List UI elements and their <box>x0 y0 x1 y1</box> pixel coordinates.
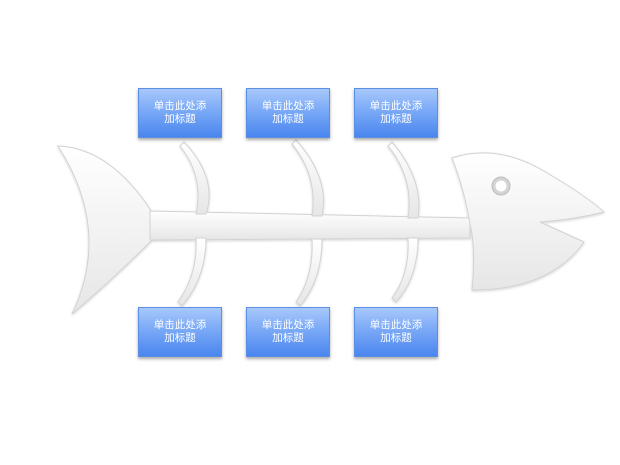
rib-top-1 <box>179 141 210 215</box>
title-box-top-1[interactable]: 单击此处添加标题 <box>138 88 222 138</box>
title-box-label: 单击此处添加标题 <box>261 319 315 344</box>
title-box-bottom-3[interactable]: 单击此处添加标题 <box>354 307 438 357</box>
title-box-bottom-2[interactable]: 单击此处添加标题 <box>246 307 330 357</box>
fish-tail <box>57 145 153 315</box>
title-box-bottom-1[interactable]: 单击此处添加标题 <box>138 307 222 357</box>
title-box-label: 单击此处添加标题 <box>369 100 423 125</box>
fish-spine <box>149 210 471 241</box>
rib-bottom-2 <box>295 238 323 307</box>
fish-head <box>451 152 606 291</box>
title-box-top-2[interactable]: 单击此处添加标题 <box>246 88 330 138</box>
title-box-label: 单击此处添加标题 <box>153 319 207 344</box>
rib-bottom-1 <box>177 237 207 307</box>
rib-top-2 <box>291 139 325 217</box>
fish-eye-inner <box>495 180 507 192</box>
title-box-label: 单击此处添加标题 <box>261 100 315 125</box>
title-box-label: 单击此处添加标题 <box>369 319 423 344</box>
rib-bottom-3 <box>391 237 419 303</box>
rib-top-3 <box>387 141 420 219</box>
title-box-top-3[interactable]: 单击此处添加标题 <box>354 88 438 138</box>
title-box-label: 单击此处添加标题 <box>153 100 207 125</box>
